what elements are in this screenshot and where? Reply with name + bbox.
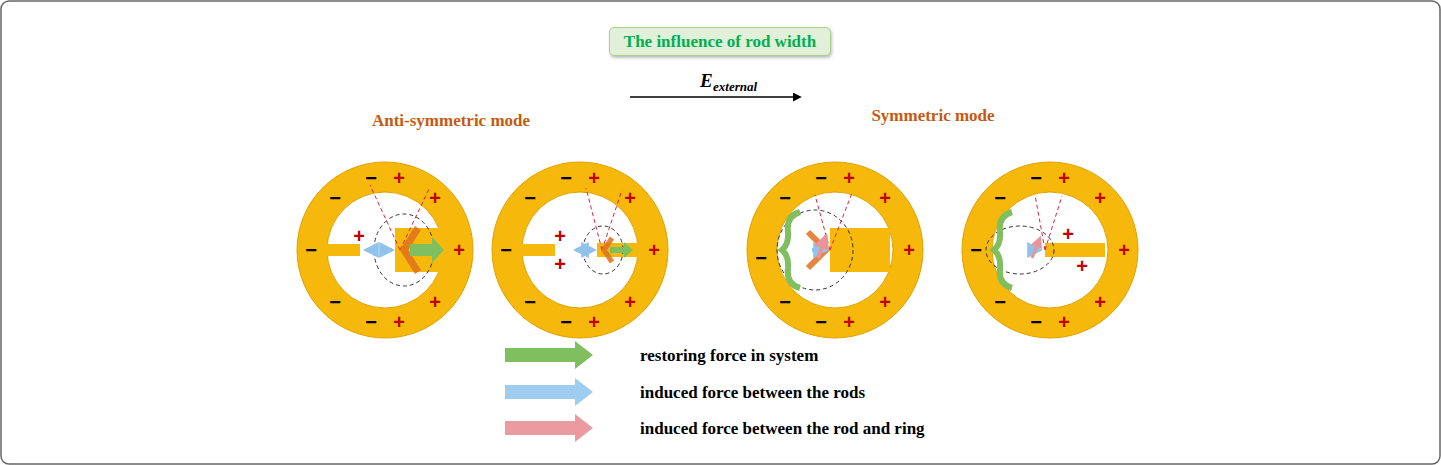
legend-arrow — [505, 341, 593, 369]
positive-charge: + — [624, 292, 636, 312]
positive-charge: + — [453, 240, 465, 260]
negative-charge: − — [329, 292, 341, 312]
positive-charge: + — [393, 168, 405, 188]
positive-charge: + — [1058, 168, 1070, 188]
title-text: The influence of rod width — [624, 33, 816, 50]
negative-charge: − — [500, 240, 512, 260]
title-box: The influence of rod width — [609, 27, 831, 56]
positive-charge: + — [879, 188, 891, 208]
mode-heading: Symmetric mode — [871, 107, 994, 124]
positive-charge: + — [429, 292, 441, 312]
ring-resonator — [297, 162, 473, 338]
positive-charge: + — [903, 240, 915, 260]
negative-charge: − — [1030, 312, 1042, 332]
positive-charge: + — [1094, 188, 1106, 208]
ring-resonator — [747, 162, 923, 338]
ring-resonator — [492, 162, 668, 338]
positive-charge: + — [588, 312, 600, 332]
negative-charge: − — [329, 188, 341, 208]
negative-charge: − — [560, 312, 572, 332]
negative-charge: − — [755, 248, 767, 268]
negative-charge: − — [815, 168, 827, 188]
positive-charge: + — [843, 168, 855, 188]
negative-charge: − — [779, 188, 791, 208]
legend-arrow — [505, 378, 593, 406]
negative-charge: − — [994, 188, 1006, 208]
ring-resonator — [962, 162, 1138, 338]
negative-charge: − — [560, 168, 572, 188]
positive-charge: + — [1076, 256, 1088, 276]
negative-charge: − — [1030, 168, 1042, 188]
positive-charge: + — [1118, 240, 1130, 260]
negative-charge: − — [779, 292, 791, 312]
negative-charge: − — [994, 292, 1006, 312]
field-symbol: E — [700, 71, 713, 90]
negative-charge: − — [970, 240, 982, 260]
negative-charge: − — [524, 188, 536, 208]
mode-heading: Anti-symmetric mode — [372, 112, 530, 129]
legend-text: restoring force in system — [640, 347, 818, 364]
field-subscript: external — [713, 80, 757, 93]
field-arrow — [630, 96, 800, 98]
negative-charge: − — [524, 292, 536, 312]
positive-charge: + — [648, 240, 660, 260]
legend-text: induced force between the rod and ring — [640, 420, 925, 437]
legend-arrow — [505, 414, 593, 442]
positive-charge: + — [624, 188, 636, 208]
positive-charge: + — [353, 226, 365, 246]
positive-charge: + — [393, 312, 405, 332]
positive-charge: + — [554, 226, 566, 246]
negative-charge: − — [305, 240, 317, 260]
positive-charge: + — [879, 292, 891, 312]
positive-charge: + — [1058, 312, 1070, 332]
negative-charge: − — [365, 168, 377, 188]
negative-charge: − — [365, 312, 377, 332]
positive-charge: + — [1062, 224, 1074, 244]
positive-charge: + — [843, 312, 855, 332]
positive-charge: + — [1094, 292, 1106, 312]
positive-charge: + — [554, 254, 566, 274]
positive-charge: + — [588, 168, 600, 188]
negative-charge: − — [815, 312, 827, 332]
positive-charge: + — [429, 188, 441, 208]
legend-text: induced force between the rods — [640, 384, 865, 401]
